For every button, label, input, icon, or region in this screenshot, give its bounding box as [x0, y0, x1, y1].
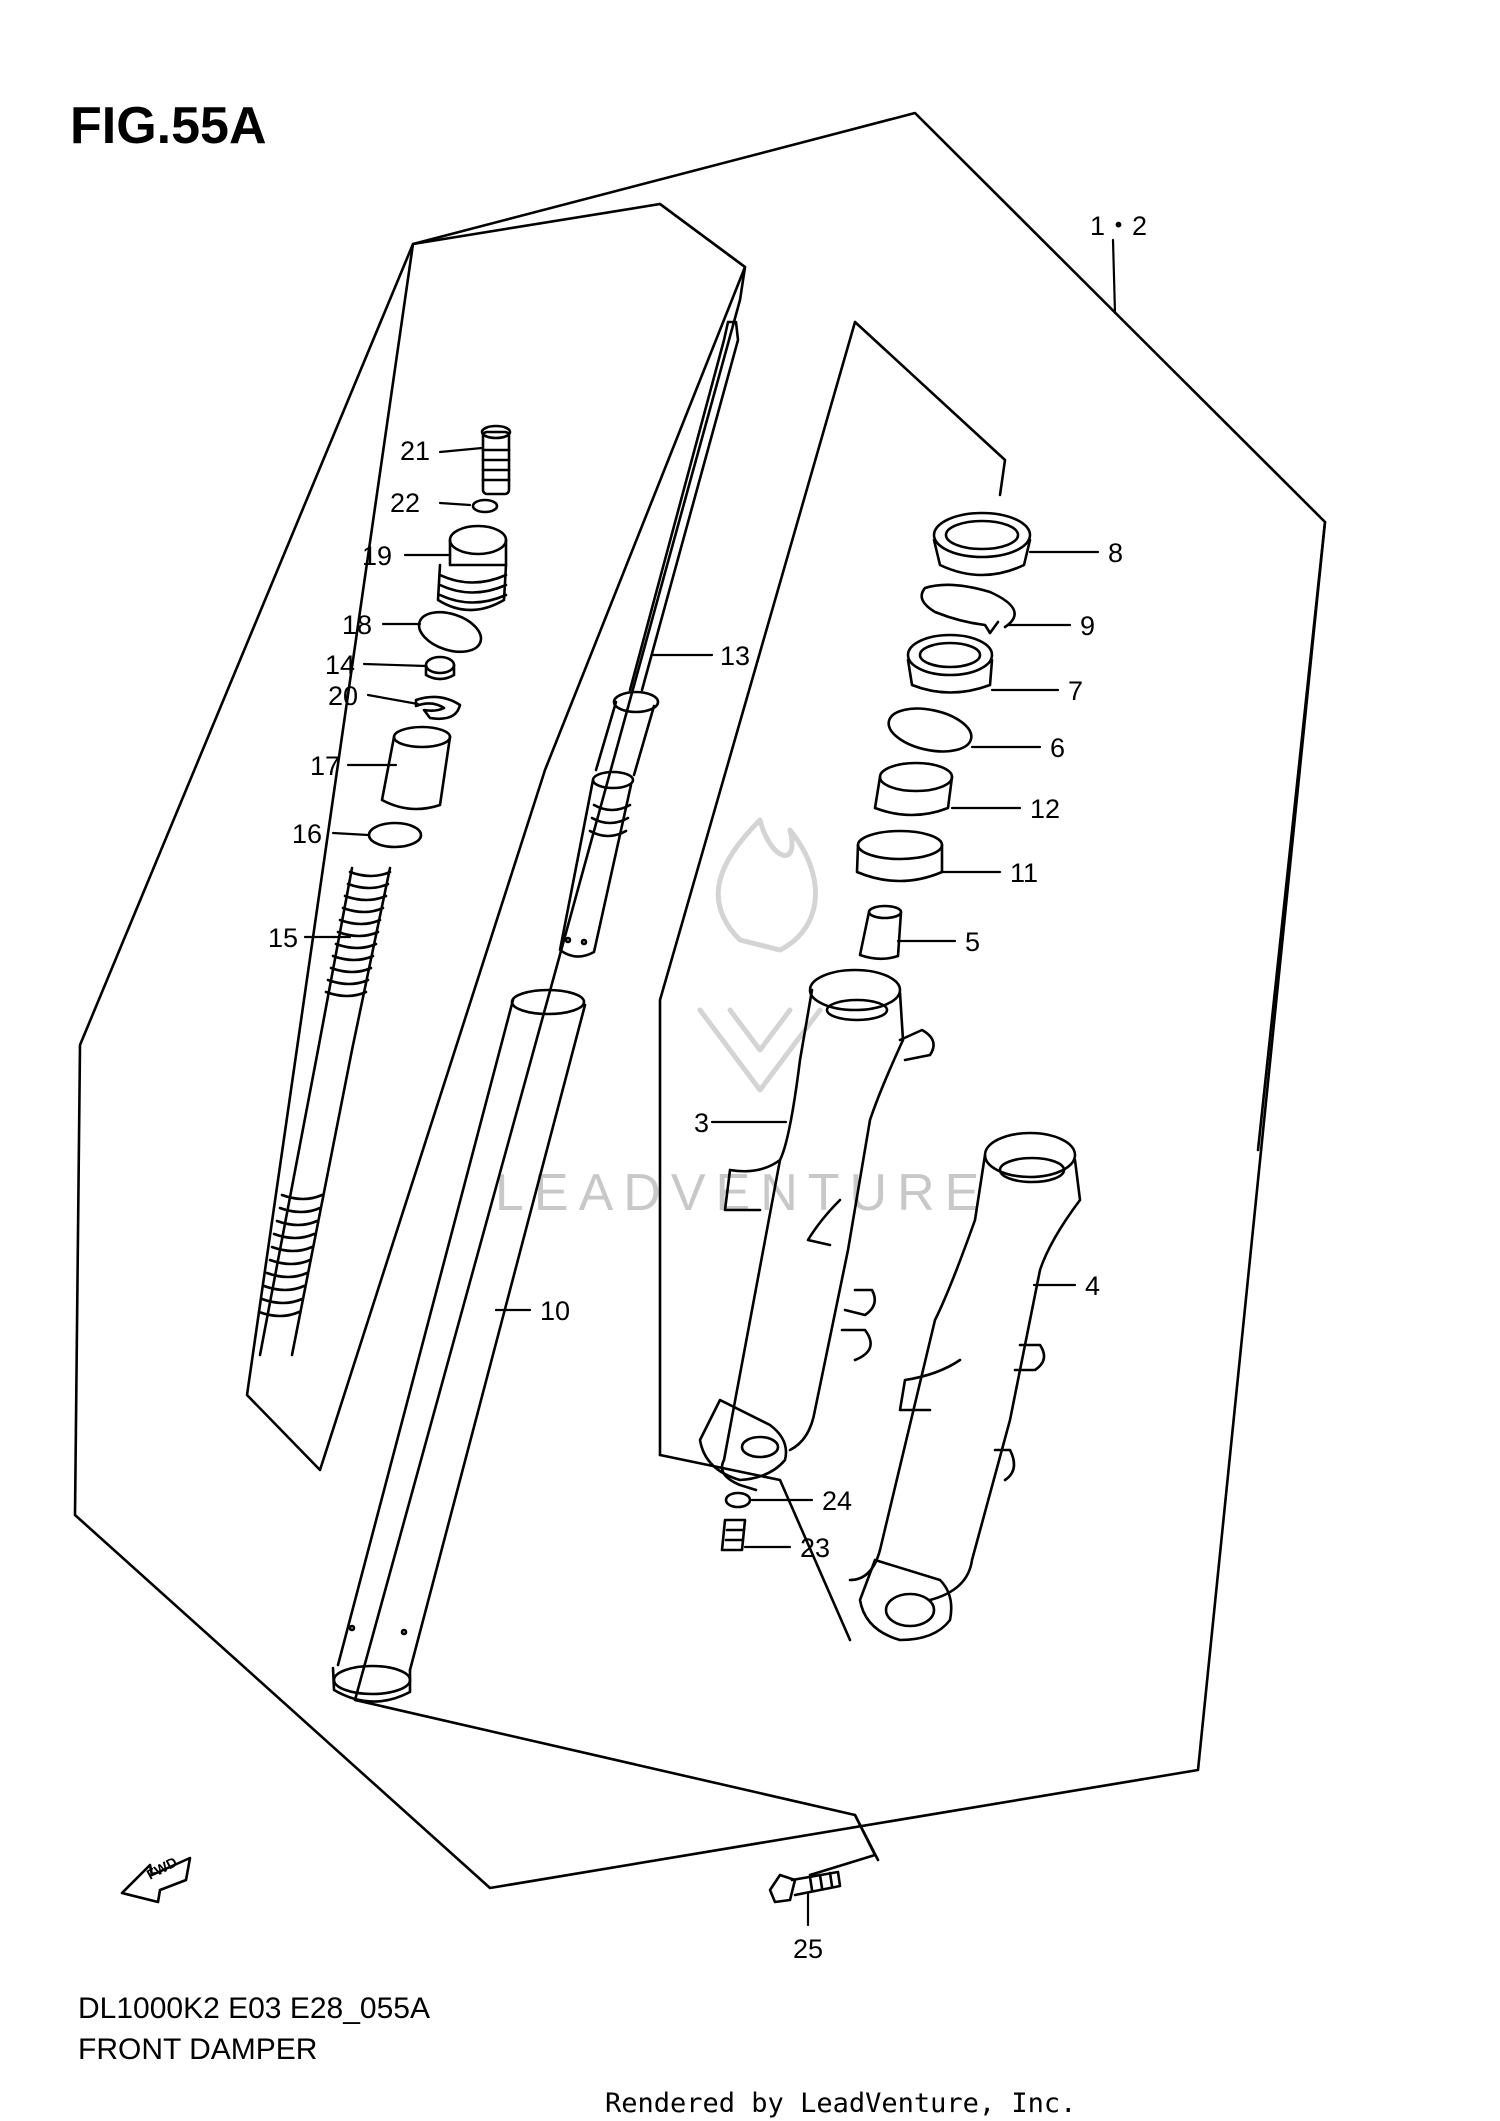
callout-8: 8 [1108, 538, 1123, 568]
part-6-washer [887, 707, 973, 753]
diagram-caption: FRONT DAMPER [78, 2033, 318, 2066]
part-25-axle-bolt [768, 1870, 842, 1904]
callout-12: 12 [1030, 794, 1060, 824]
leader-lines [303, 238, 1117, 1927]
callout-11: 11 [1010, 858, 1038, 888]
part-13-damper-rod [558, 320, 740, 958]
callout-23: 23 [800, 1533, 830, 1563]
callout-3: 3 [694, 1108, 709, 1138]
callout-16: 16 [292, 819, 322, 849]
part-16-washer [367, 821, 423, 849]
callout-1-2: 1・2 [1090, 211, 1147, 241]
callout-24: 24 [822, 1486, 852, 1516]
part-5-oil-lock-piece [858, 904, 903, 961]
bolt-group-outline [853, 1813, 880, 1862]
part-22-o-ring [471, 498, 499, 514]
part-15-spring [257, 866, 392, 1357]
callout-4: 4 [1085, 1271, 1100, 1301]
part-9-circlip [920, 583, 1016, 635]
callout-25: 25 [793, 1934, 823, 1964]
watermark-logo [697, 817, 823, 1093]
part-21-adjuster [480, 424, 512, 496]
part-19-cap-bolt [436, 524, 508, 612]
part-23-drain-bolt [720, 1518, 747, 1552]
part-14-nut [424, 655, 456, 681]
part-11-bushing [855, 829, 944, 883]
callout-22: 22 [390, 488, 420, 518]
watermark-text: LEADVENTURE [495, 1164, 989, 1222]
outer-tube-group-outline [658, 320, 1327, 1457]
part-8-dust-seal [932, 511, 1032, 577]
callout-14: 14 [325, 650, 355, 680]
part-4-outer-tube-right [848, 1131, 1082, 1642]
figure-title: FIG.55A [70, 97, 267, 155]
callout-20: 20 [328, 681, 358, 711]
callout-6: 6 [1050, 733, 1065, 763]
fwd-arrow-icon [120, 1856, 192, 1904]
part-3-outer-tube-left [698, 968, 935, 1492]
callout-15: 15 [268, 923, 298, 953]
assembly-outline-outer [73, 111, 1327, 1890]
callout-17: 17 [310, 751, 340, 781]
callout-19: 19 [362, 541, 392, 571]
render-credit: Rendered by LeadVenture, Inc. [605, 2088, 1077, 2119]
callout-5: 5 [965, 927, 980, 957]
part-12-bushing [873, 761, 954, 817]
part-10-inner-tube [331, 988, 587, 1703]
callout-13: 13 [720, 641, 750, 671]
part-17-spacer [380, 725, 452, 811]
part-24-washer [724, 1491, 752, 1509]
part-20-stopper [414, 695, 462, 720]
callout-21: 21 [400, 436, 430, 466]
callout-10: 10 [540, 1296, 570, 1326]
callout-7: 7 [1068, 676, 1083, 706]
model-code: DL1000K2 E03 E28_055A [78, 1992, 430, 2025]
part-7-oil-seal [906, 633, 994, 694]
part-18-o-ring [417, 610, 483, 654]
callout-18: 18 [342, 610, 372, 640]
callout-9: 9 [1080, 611, 1095, 641]
